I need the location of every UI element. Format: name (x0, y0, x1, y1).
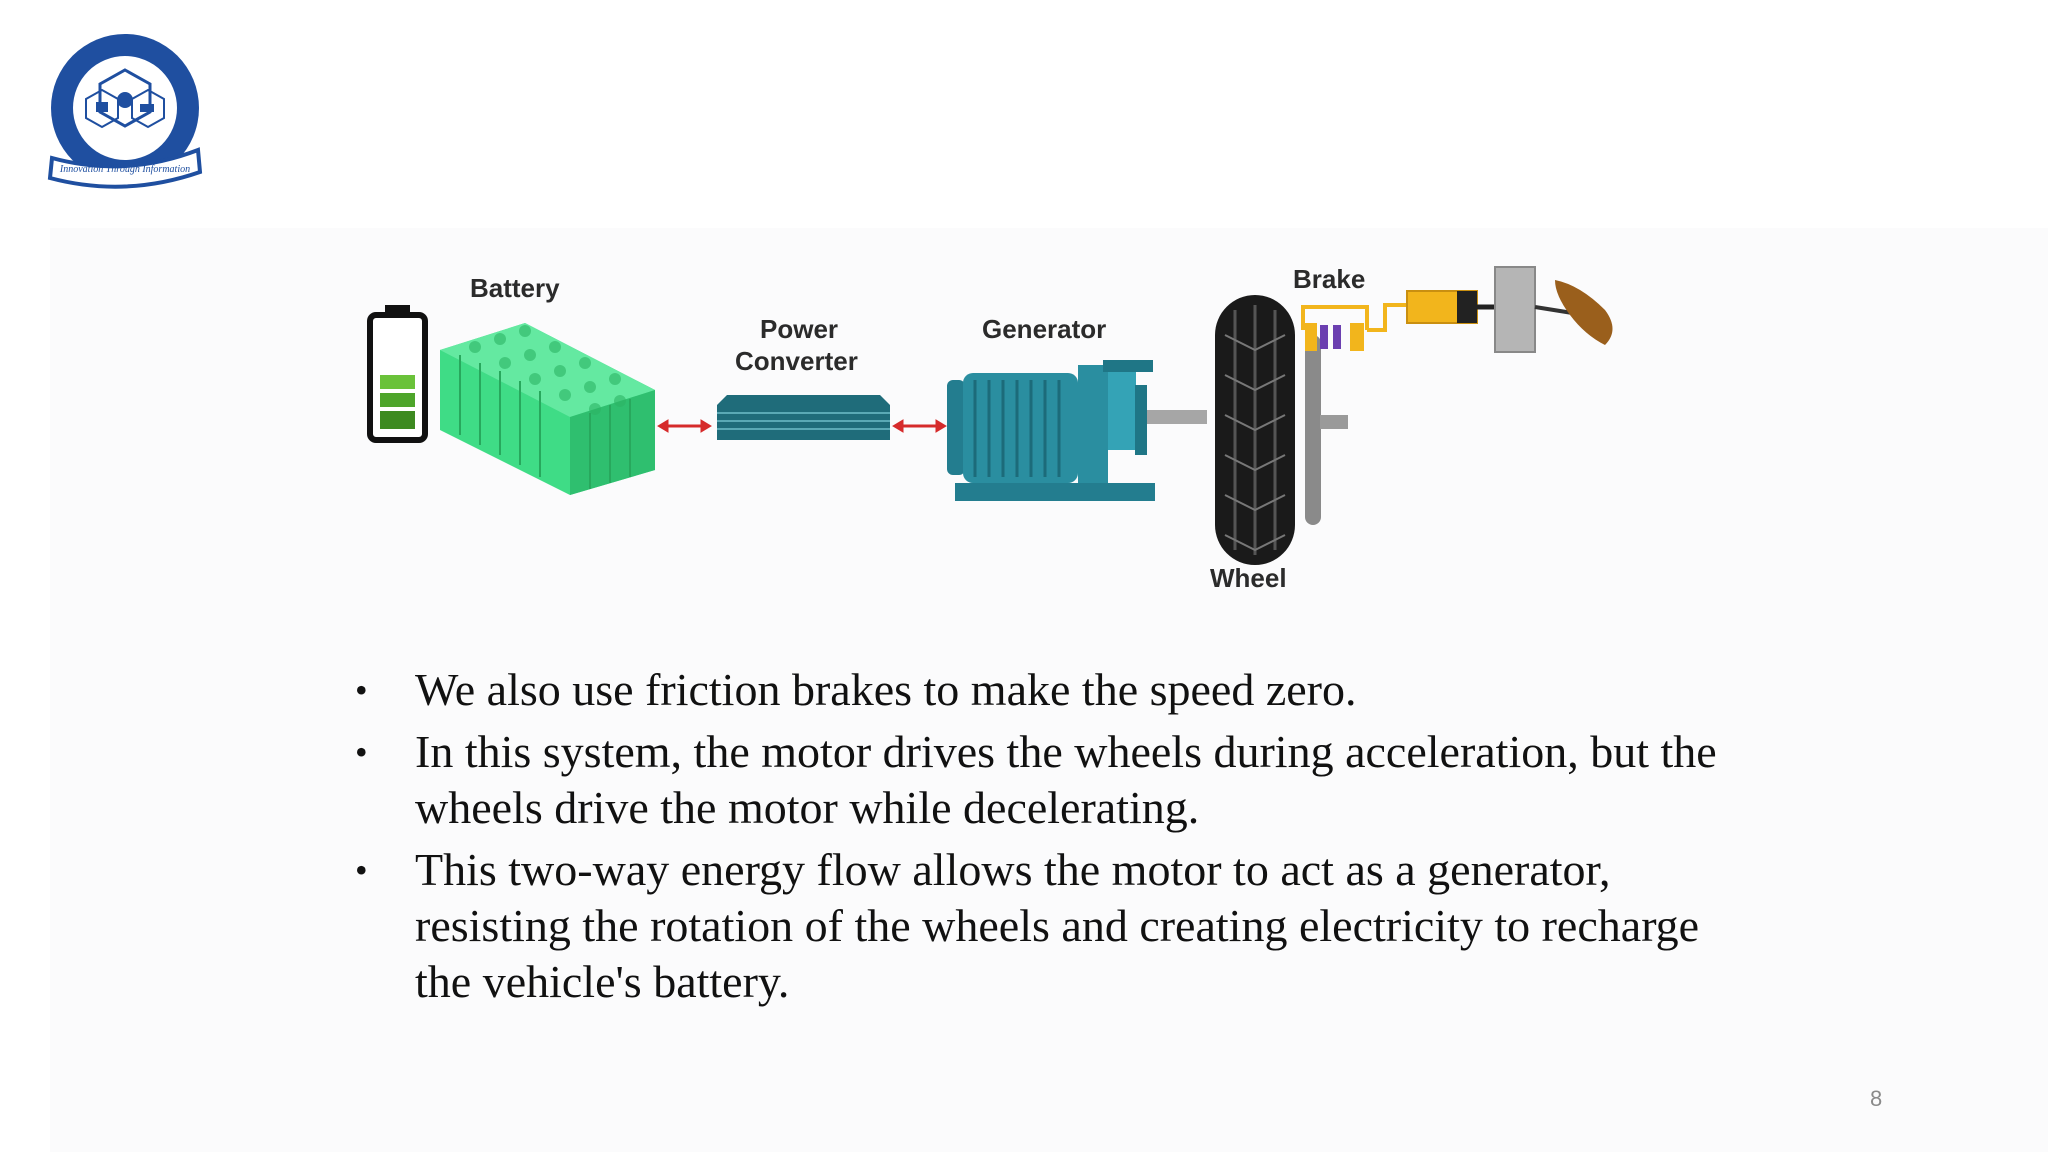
converter-label-line1: Power (760, 314, 838, 344)
battery-pack (440, 323, 655, 495)
battery-label: Battery (470, 273, 560, 303)
bullet-text: In this system, the motor drives the whe… (415, 726, 1717, 833)
logo-motto: Innovation Through Information (59, 164, 190, 175)
bullet-list: • We also use friction brakes to make th… (355, 662, 1755, 1016)
wheel-label: Wheel (1210, 563, 1287, 593)
battery-level-icon (367, 305, 428, 443)
bullet-text: This two-way energy flow allows the moto… (415, 844, 1700, 1007)
bullet-item: • In this system, the motor drives the w… (355, 724, 1755, 836)
bullet-item: • This two-way energy flow allows the mo… (355, 842, 1755, 1010)
brake-label: Brake (1293, 264, 1365, 294)
generator (947, 360, 1207, 501)
bullet-dot: • (355, 850, 368, 890)
bullet-dot: • (355, 732, 368, 772)
power-converter (717, 395, 890, 440)
bullet-dot: • (355, 670, 368, 710)
regenerative-braking-diagram: Battery Power Converter Ge (367, 264, 1613, 593)
college-logo: Innovation Through Information (47, 34, 203, 189)
page-number: 8 (1870, 1086, 1883, 1111)
bullet-item: • We also use friction brakes to make th… (355, 662, 1755, 718)
generator-label: Generator (982, 314, 1106, 344)
brake-mechanism (1301, 266, 1613, 353)
bullet-text: We also use friction brakes to make the … (415, 664, 1357, 715)
arrow-converter-generator (892, 419, 947, 433)
converter-label-line2: Converter (735, 346, 858, 376)
arrow-battery-converter (657, 419, 712, 433)
wheel (1215, 295, 1348, 565)
